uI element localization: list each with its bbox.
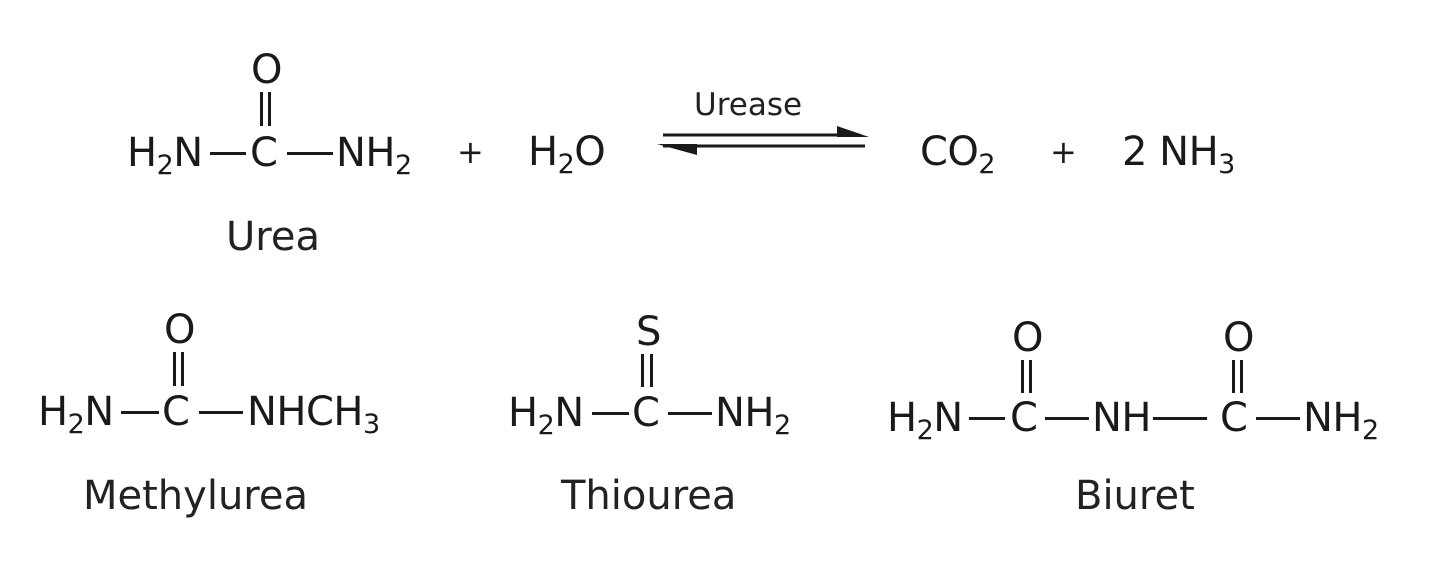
thiourea-label: Thiourea [561,473,737,519]
biuret-double-bond-2b [1240,360,1243,393]
urea-right-bond [287,152,333,155]
biuret-oxygen-1: O [1012,315,1043,361]
biuret-double-bond-1a [1021,360,1024,393]
urea-double-bond-b [268,92,271,126]
methylurea-left-amine: H2N [38,389,114,440]
ammonia-formula: 2 NH3 [1122,129,1235,180]
plus-sign-products: + [1050,133,1077,171]
biuret-imide: NH [1092,395,1152,441]
urea-double-bond-a [260,92,263,126]
biuret-left-amine: H2N [887,395,963,446]
methylurea-right-group: NHCH3 [247,389,380,440]
urease-enzyme-label: Urease [694,87,803,123]
water-formula: H2O [528,129,606,180]
biuret-label: Biuret [1075,473,1195,519]
biuret-oxygen-2: O [1223,315,1254,361]
methylurea-label: Methylurea [83,473,308,519]
thiourea-right-bond [668,412,712,415]
thiourea-left-amine: H2N [508,390,584,441]
methylurea-left-bond [121,411,159,414]
methylurea-double-bond-a [173,352,176,386]
urea-carbon: C [250,130,278,176]
thiourea-carbon: C [632,390,660,436]
biuret-bond-1 [969,417,1005,420]
plus-sign-reactants: + [457,133,484,171]
urea-oxygen: O [251,47,282,93]
biuret-double-bond-2a [1232,360,1235,393]
biuret-bond-3 [1153,417,1207,420]
thiourea-double-bond-b [650,354,653,387]
biuret-double-bond-1b [1029,360,1032,393]
urea-left-amine: H2N [127,130,203,181]
methylurea-right-bond [199,411,243,414]
methylurea-double-bond-b [181,352,184,386]
methylurea-oxygen: O [164,307,195,353]
biuret-right-amine: NH2 [1303,395,1379,446]
biuret-bond-2 [1045,417,1089,420]
thiourea-left-bond [592,412,629,415]
urea-left-bond [210,152,246,155]
thiourea-double-bond-a [641,354,644,387]
thiourea-sulfur: S [636,309,661,355]
biuret-carbon-1: C [1010,395,1038,441]
biuret-bond-4 [1256,417,1300,420]
thiourea-right-amine: NH2 [715,390,791,441]
biuret-carbon-2: C [1220,395,1248,441]
methylurea-carbon: C [162,389,190,435]
urea-label: Urea [226,214,320,260]
equilibrium-arrow-icon [657,126,869,155]
carbon-dioxide-formula: CO2 [920,129,996,180]
urea-right-amine: NH2 [336,130,412,181]
